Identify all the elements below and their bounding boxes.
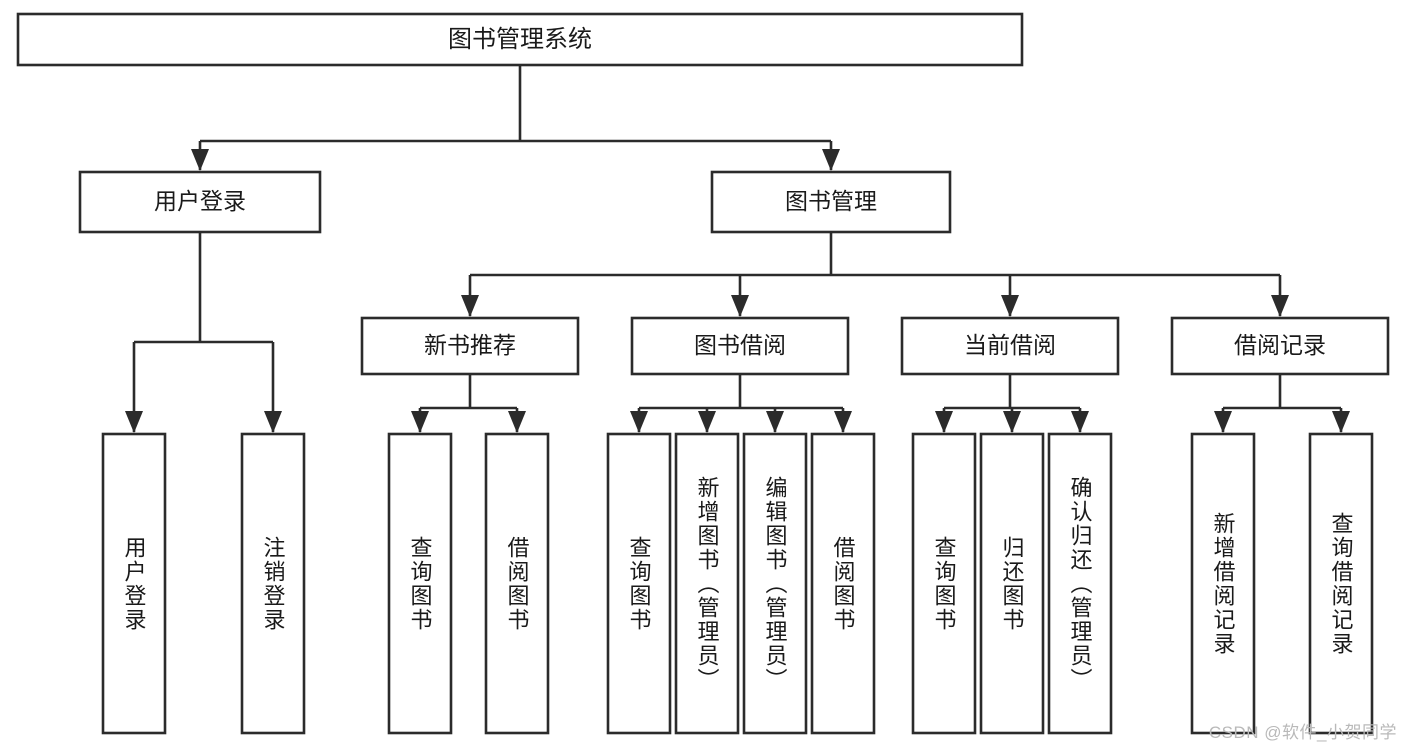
node-box-leaf-user-login[interactable] [101, 432, 167, 735]
node-box-new-book-rec[interactable] [360, 316, 580, 376]
arrow-head-icon [508, 411, 526, 433]
node-label-borrow-record: 借阅记录 [1234, 332, 1326, 358]
arrow-head-icon [1071, 411, 1089, 433]
arrow-head-icon [264, 411, 282, 433]
node-box-leaf-confirm-return[interactable] [1047, 432, 1113, 735]
arrow-head-icon [822, 149, 840, 171]
node-box-root[interactable] [16, 12, 1024, 67]
arrow-head-icon [1214, 411, 1232, 433]
node-label-root: 图书管理系统 [448, 26, 592, 53]
arrow-head-icon [1271, 295, 1289, 317]
arrow-head-icon [630, 411, 648, 433]
arrow-head-icon [1332, 411, 1350, 433]
node-label-book-borrow: 图书借阅 [694, 332, 786, 358]
node-box-leaf-add-record[interactable] [1190, 432, 1256, 735]
node-box-leaf-query-record[interactable] [1308, 432, 1374, 735]
arrow-head-icon [1003, 411, 1021, 433]
node-box-current-borrow[interactable] [900, 316, 1120, 376]
arrow-head-icon [731, 295, 749, 317]
node-box-leaf-query-book-rec[interactable] [387, 432, 453, 735]
arrow-head-icon [411, 411, 429, 433]
arrow-head-icon [1001, 295, 1019, 317]
node-box-borrow-record[interactable] [1170, 316, 1390, 376]
node-box-layer [16, 12, 1390, 735]
node-box-leaf-edit-book[interactable] [742, 432, 808, 735]
node-box-leaf-add-book[interactable] [674, 432, 740, 735]
node-label-book-manage: 图书管理 [785, 188, 877, 214]
node-box-leaf-user-logout[interactable] [240, 432, 306, 735]
node-box-leaf-return-book[interactable] [979, 432, 1045, 735]
arrow-head-icon [461, 295, 479, 317]
node-box-leaf-borrow-book[interactable] [810, 432, 876, 735]
node-box-leaf-borrow-book-rec[interactable] [484, 432, 550, 735]
node-label-user-login: 用户登录 [154, 188, 246, 214]
csdn-watermark: CSDN @软件_小贺同学 [1208, 723, 1397, 742]
node-box-leaf-query-book-borrow[interactable] [606, 432, 672, 735]
arrow-head-icon [191, 149, 209, 171]
connector-layer [125, 65, 1350, 433]
arrow-head-icon [766, 411, 784, 433]
node-box-user-login[interactable] [78, 170, 322, 234]
node-box-leaf-query-book-current[interactable] [911, 432, 977, 735]
node-label-current-borrow: 当前借阅 [964, 332, 1056, 358]
node-box-book-manage[interactable] [710, 170, 952, 234]
arrow-head-icon [935, 411, 953, 433]
node-label-new-book-rec: 新书推荐 [424, 332, 516, 358]
arrow-head-icon [125, 411, 143, 433]
arrow-head-icon [834, 411, 852, 433]
node-box-book-borrow[interactable] [630, 316, 850, 376]
arrow-head-icon [698, 411, 716, 433]
